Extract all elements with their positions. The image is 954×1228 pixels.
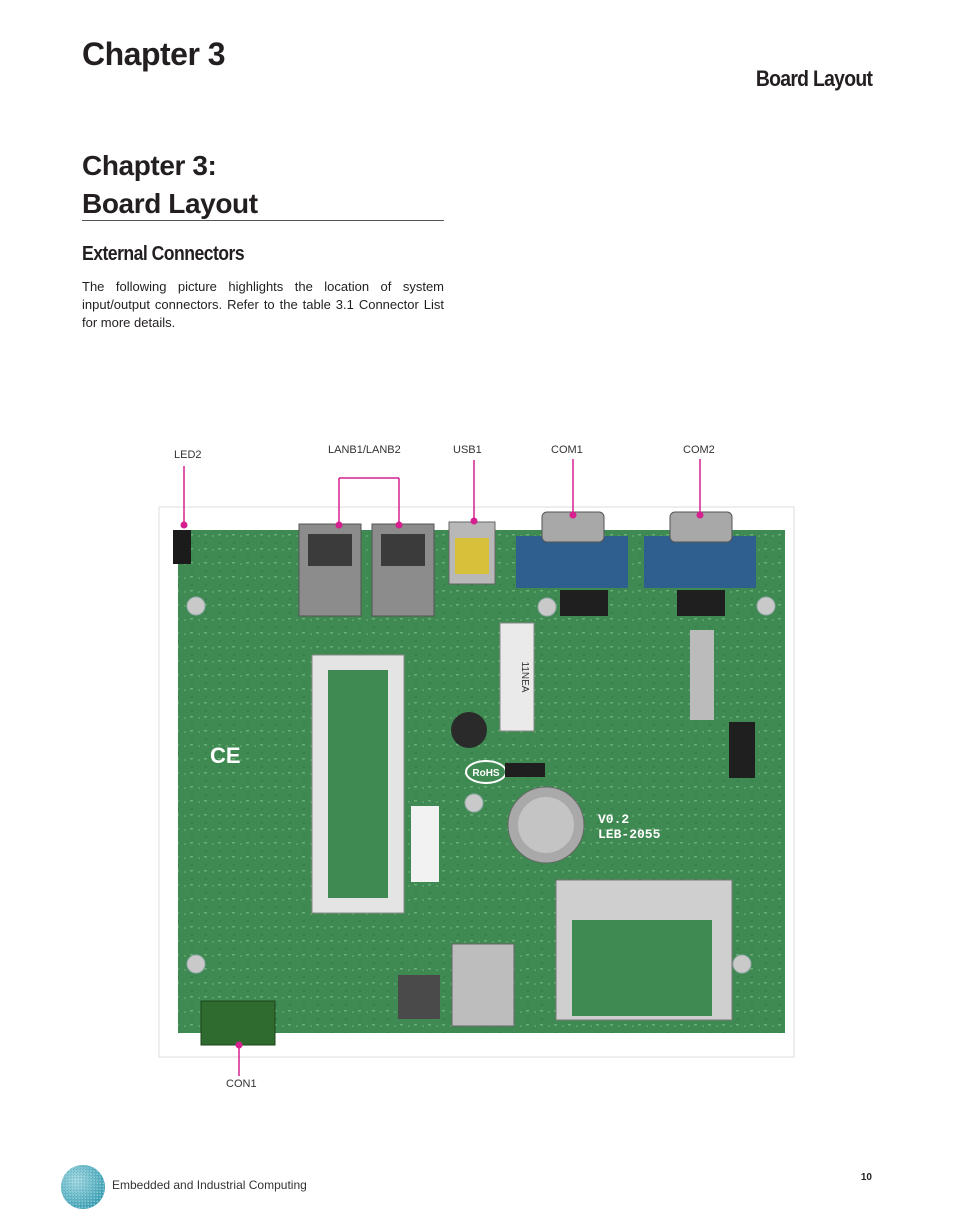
label-com1: COM1 (551, 444, 583, 456)
label-com2: COM2 (683, 444, 715, 456)
board-revision: V0.2 (598, 812, 629, 827)
body-paragraph: The following picture highlights the loc… (82, 279, 444, 330)
minipcie-slot (499, 622, 535, 732)
callout-lines (183, 459, 701, 1076)
footer-text: Embedded and Industrial Computing (112, 1178, 307, 1192)
barcode-label (411, 806, 439, 882)
mounting-hole (756, 596, 776, 616)
mounting-hole (186, 954, 206, 974)
lan-port (308, 534, 352, 566)
board-model: LEB-2055 (598, 827, 661, 842)
slot-text: 11NEA (519, 662, 530, 693)
page-number: 10 (860, 1172, 872, 1183)
mounting-hole (537, 597, 557, 617)
ic-chip (505, 763, 545, 777)
ic-chip (560, 590, 608, 616)
sata-connector (729, 722, 755, 778)
battery-face (518, 797, 574, 853)
label-lanb: LANB1/LANB2 (328, 444, 401, 456)
title-rule (82, 220, 444, 221)
label-usb1: USB1 (453, 444, 482, 456)
cf-inner (572, 920, 712, 1016)
sodimm-inner (328, 670, 388, 898)
section-title: Chapter 3: Board Layout (82, 147, 258, 223)
label-led2: LED2 (174, 449, 202, 461)
usb-sticker (455, 538, 489, 574)
ce-mark: CE (210, 743, 241, 768)
com2-part (644, 536, 756, 588)
subheading: External Connectors (82, 243, 245, 265)
logo-icon (61, 1165, 105, 1209)
running-title: Board Layout (755, 66, 873, 91)
rohs-text: RoHS (472, 768, 500, 779)
section-title-line2: Board Layout (82, 188, 258, 219)
con1-part (200, 1000, 276, 1046)
inductor (398, 975, 440, 1019)
label-con1: CON1 (226, 1078, 257, 1090)
led2-part (173, 530, 191, 564)
lan-port (381, 534, 425, 566)
com1-part (516, 536, 628, 588)
chapter-heading: Chapter 3 (82, 36, 226, 72)
callout-dots (180, 511, 704, 1049)
section-title-line1: Chapter 3: (82, 150, 217, 181)
ic-chip (677, 590, 725, 616)
buzzer (451, 712, 487, 748)
mounting-hole (186, 596, 206, 616)
metal-bracket (690, 630, 714, 720)
mounting-hole (464, 793, 484, 813)
mounting-hole (732, 954, 752, 974)
sim-slot (451, 943, 515, 1027)
board-figure: 11NEA RoHS CE V0.2 LEB-2055 (158, 459, 795, 1076)
